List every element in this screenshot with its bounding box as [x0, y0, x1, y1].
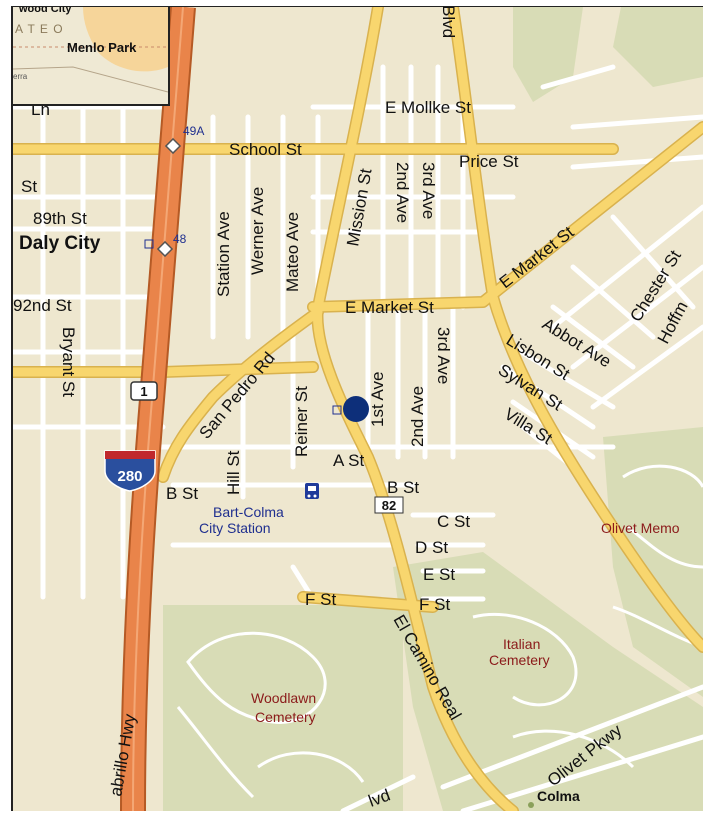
label-2nd-ave-south: 2nd Ave: [408, 386, 427, 447]
current-location-marker[interactable]: [332, 396, 369, 422]
route-82-label: 82: [382, 498, 396, 513]
interstate-shield-icon: [104, 450, 156, 492]
label-92nd-st: 92nd St: [13, 296, 72, 315]
exit-48-marker[interactable]: 48: [144, 232, 187, 258]
label-b-st-east: B St: [387, 478, 419, 497]
label-olivet-memorial: Olivet Memo: [601, 520, 680, 536]
label-b-st-west: B St: [166, 484, 198, 503]
label-reiner-st: Reiner St: [292, 386, 311, 457]
exit-49a-label: 49A: [183, 124, 204, 138]
label-st-left: St: [21, 177, 37, 196]
label-d-st: D St: [415, 538, 448, 557]
map-canvas[interactable]: 49A 48 1 280 82: [13, 7, 703, 811]
label-hill-st: Hill St: [224, 450, 243, 495]
label-school-st: School St: [229, 140, 302, 159]
inset-label-erra: erra: [13, 72, 28, 81]
location-marker-icon: [343, 396, 369, 422]
inset-urban-area: [83, 7, 168, 72]
label-colma: Colma: [537, 788, 580, 804]
label-89th-st: 89th St: [33, 209, 87, 228]
label-2nd-ave-north: 2nd Ave: [393, 162, 412, 223]
exit-icon: [156, 240, 174, 258]
map-view[interactable]: 49A 48 1 280 82: [11, 6, 703, 811]
label-woodlawn-cemetery-line1: Woodlawn: [251, 690, 316, 706]
label-bart-station-line2: City Station: [199, 520, 271, 536]
label-c-st: C St: [437, 512, 470, 531]
label-woodlawn-cemetery-line2: Cemetery: [255, 709, 316, 725]
label-bart-station-line1: Bart-Colma: [213, 504, 284, 520]
label-mateo-ave: Mateo Ave: [283, 212, 302, 292]
exit-box-icon: [144, 239, 154, 249]
inset-label-menlo-park: Menlo Park: [67, 40, 137, 55]
label-station-ave: Station Ave: [214, 211, 233, 297]
inset-overview-map[interactable]: wood City A T E O Menlo Park erra: [13, 7, 170, 106]
major-roads: [13, 7, 703, 811]
label-werner-ave: Werner Ave: [248, 187, 267, 275]
interstate-shield-top: [105, 451, 155, 459]
shield-icon: [130, 381, 158, 401]
route-82-shield[interactable]: 82: [374, 496, 404, 514]
label-3rd-ave-south: 3rd Ave: [434, 327, 453, 384]
shield-icon: [374, 496, 404, 514]
route-1-shield[interactable]: 1: [130, 381, 158, 401]
exit-48-label: 48: [173, 232, 187, 246]
location-box-icon: [332, 405, 342, 415]
colma-dot-icon: [528, 802, 534, 808]
cemetery-paths: [176, 464, 703, 799]
label-italian-cemetery-line1: Italian: [503, 636, 540, 652]
label-1st-ave: 1st Ave: [368, 372, 387, 427]
label-e-st: E St: [423, 565, 455, 584]
label-e-market-st: E Market St: [345, 298, 434, 317]
label-a-st: A St: [333, 451, 364, 470]
label-f-st-west: F St: [305, 590, 336, 609]
bart-station-marker[interactable]: [305, 483, 319, 499]
label-italian-cemetery-line2: Cemetery: [489, 652, 550, 668]
label-3rd-ave-north: 3rd Ave: [419, 162, 438, 219]
inset-canvas: wood City A T E O Menlo Park erra: [13, 7, 168, 104]
route-1-label: 1: [140, 384, 147, 399]
label-e-mollke-st: E Mollke St: [385, 98, 471, 117]
exit-49a-marker[interactable]: 49A: [164, 124, 204, 155]
exit-icon: [164, 137, 182, 155]
interstate-280-label: 280: [117, 468, 142, 485]
interstate-280-shield[interactable]: 280: [104, 450, 156, 492]
label-bryant-st: Bryant St: [59, 327, 78, 397]
inset-label-woodcity: wood City: [18, 7, 72, 15]
label-blvd: Blvd: [439, 7, 458, 38]
label-price-st: Price St: [459, 152, 519, 171]
inset-label-mateo: A T E O: [15, 22, 64, 36]
place-labels: Daly City Colma Bart-Colma City Station …: [19, 233, 680, 808]
label-f-st-east: F St: [419, 595, 450, 614]
train-window: [308, 486, 316, 491]
label-daly-city: Daly City: [19, 233, 101, 254]
park-areas: [163, 7, 703, 811]
